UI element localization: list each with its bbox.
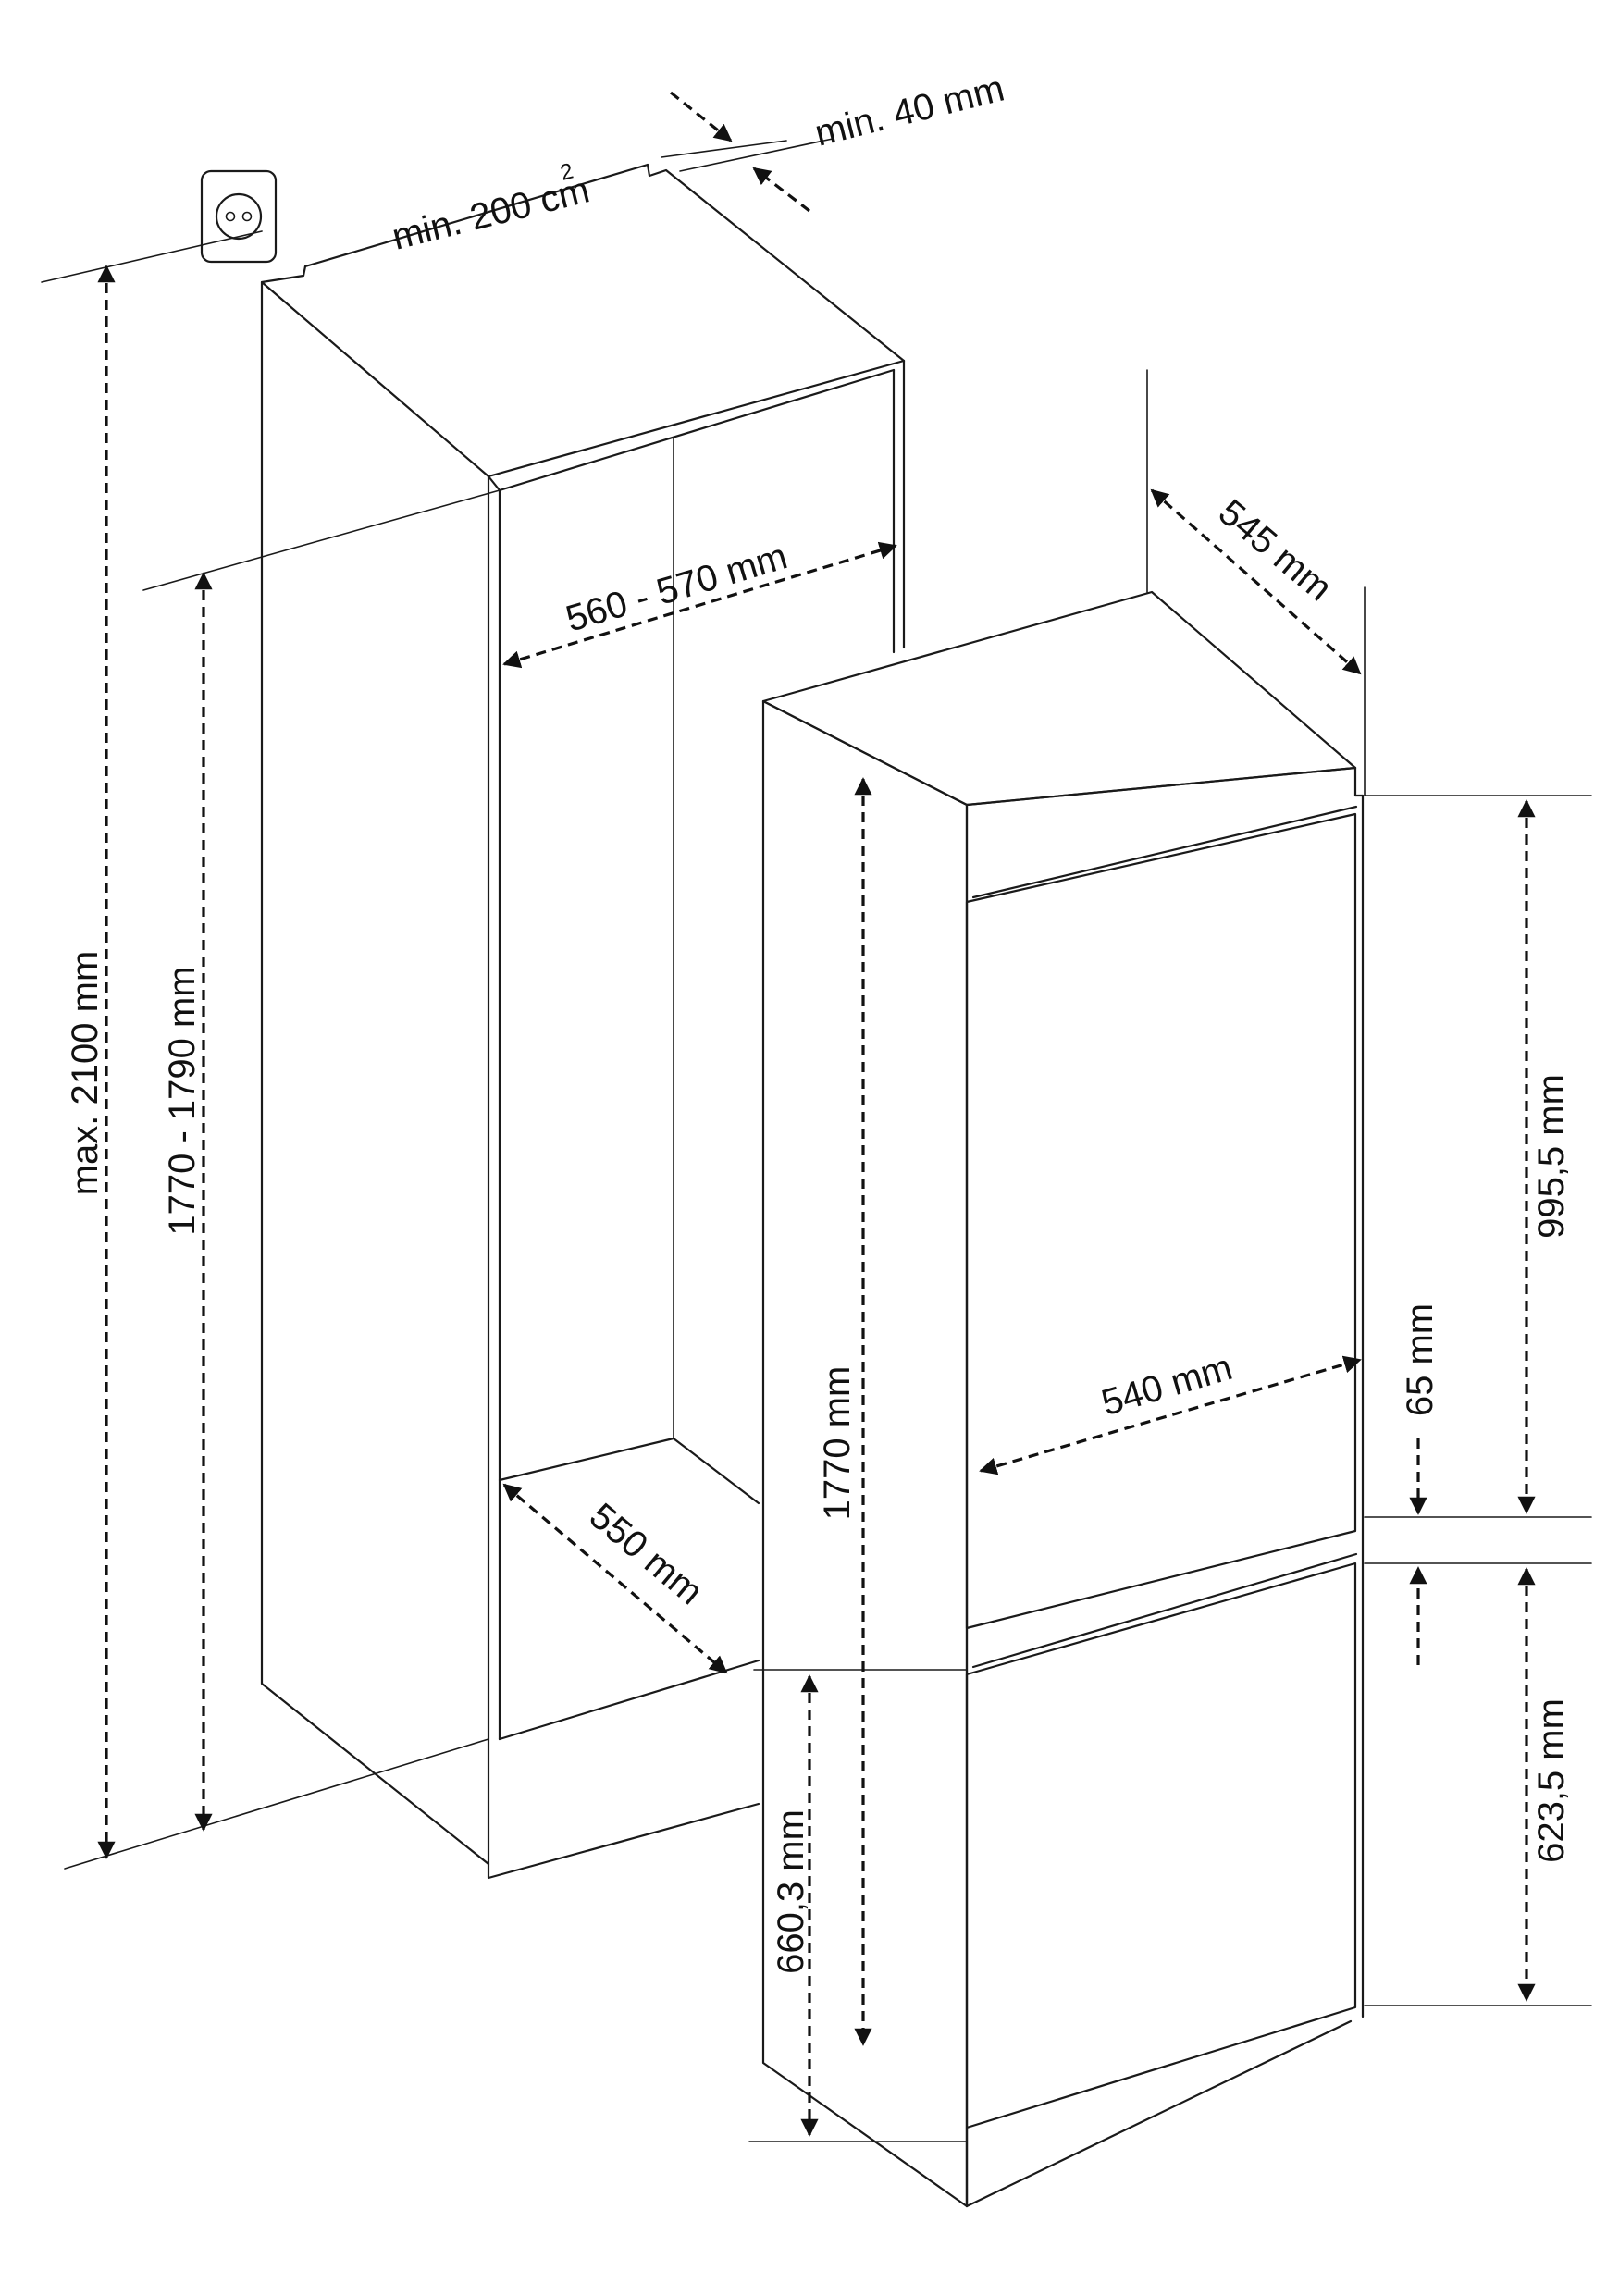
label-niche-depth: 550 mm <box>582 1496 711 1613</box>
appliance <box>761 590 1365 2208</box>
reference-lines <box>41 138 1592 2142</box>
dim-line-niche-width <box>502 541 897 669</box>
dim-line-gap-a <box>670 91 733 142</box>
dim-line-appliance-depth <box>1150 488 1362 675</box>
label-vent-area-sup: 2 <box>558 158 575 185</box>
niche-cabinet <box>260 163 906 1880</box>
power-socket-icon <box>200 169 278 264</box>
dim-line-gap-b <box>752 167 810 213</box>
label-appliance-depth: 545 mm <box>1211 492 1340 610</box>
dimension-labels: min. 200 cm 2 min. 40 mm max. 2100 mm 17… <box>65 68 1572 1973</box>
label-appliance-height: 1770 mm <box>817 1366 858 1521</box>
label-lower-door-height: 623,5 mm <box>1531 1698 1572 1863</box>
label-niche-max-height: max. 2100 mm <box>65 951 105 1196</box>
label-niche-height: 1770 - 1790 mm <box>162 966 203 1235</box>
label-door-gap: 65 mm <box>1400 1303 1440 1416</box>
label-upper-door-height: 995,5 mm <box>1531 1074 1572 1239</box>
dimension-lines <box>97 91 1536 2137</box>
label-lower-section-height: 660,3 mm <box>771 1809 811 1974</box>
label-gap-top: min. 40 mm <box>811 68 1008 154</box>
label-appliance-width: 540 mm <box>1097 1347 1237 1424</box>
dim-line-niche-depth <box>502 1483 728 1674</box>
label-niche-width: 560 - 570 mm <box>562 536 792 639</box>
